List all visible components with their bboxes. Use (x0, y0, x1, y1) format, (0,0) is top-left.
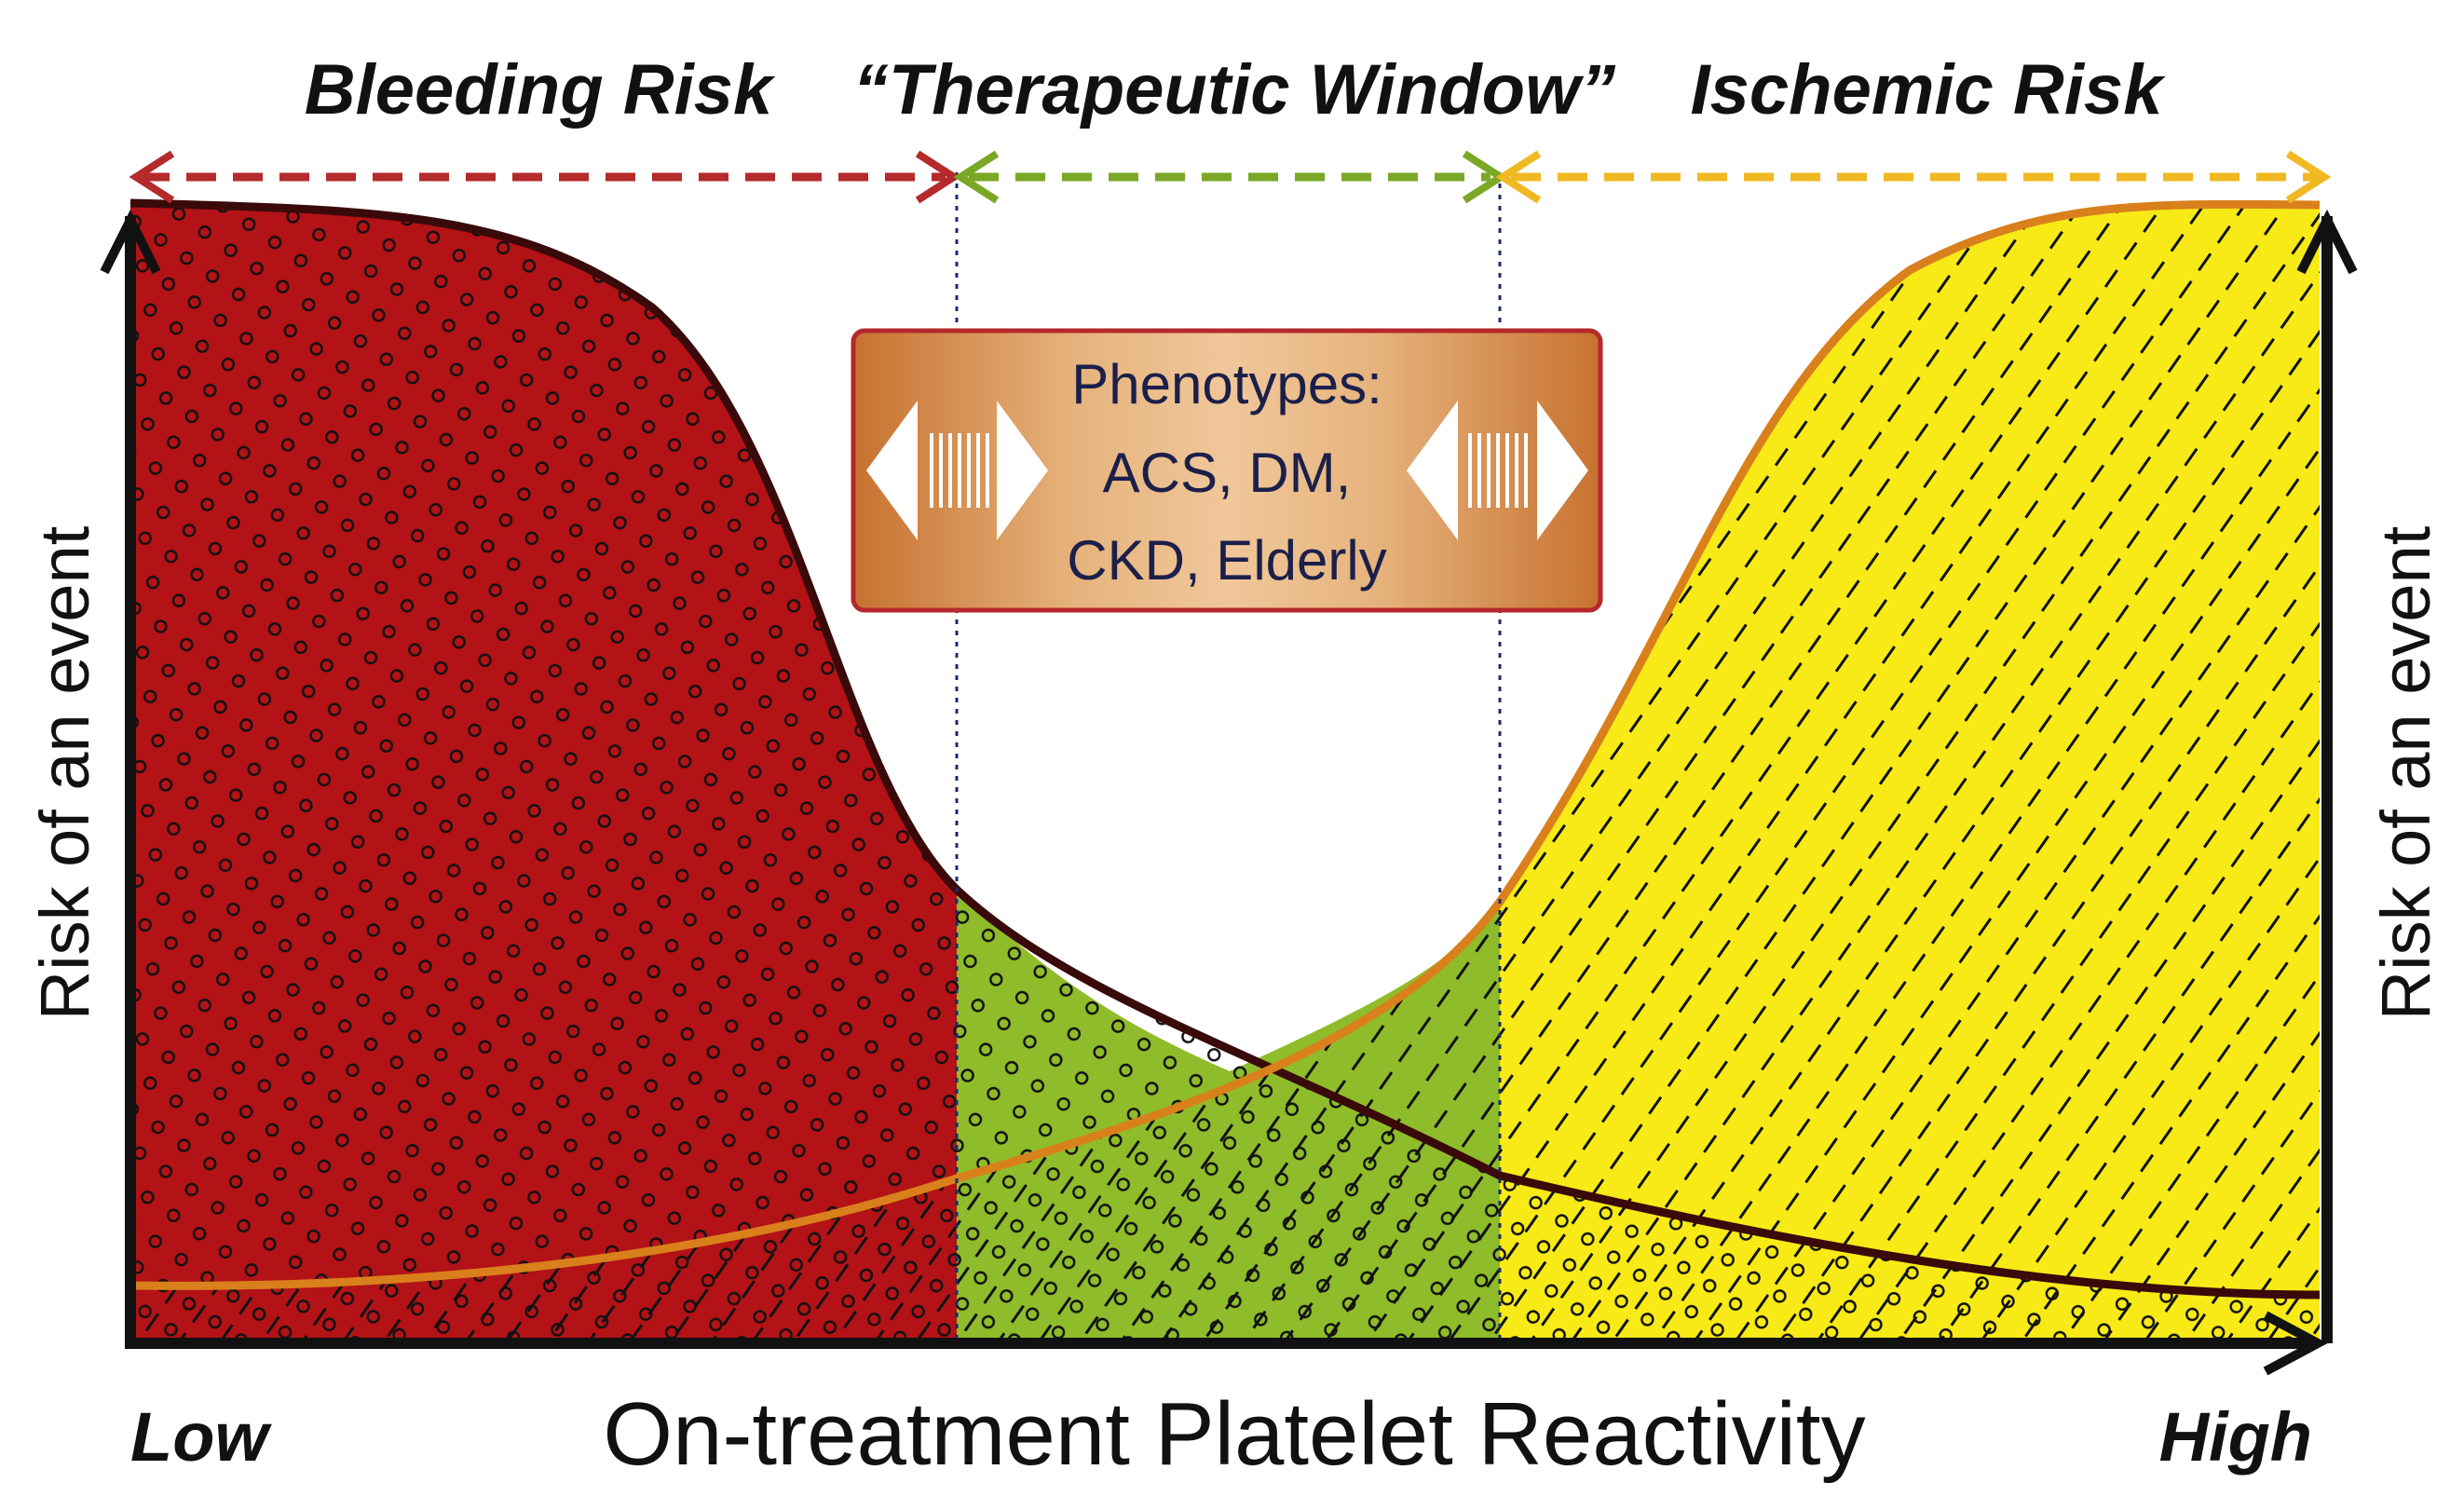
ischemic-risk-curve (129, 199, 2321, 1290)
x-axis-high-label: High (2159, 1398, 2312, 1476)
ischemic-arrowhead-left (1495, 150, 1542, 204)
axes (100, 209, 2358, 1376)
left-y-axis-arrowhead (100, 209, 161, 275)
double-arrow-icon-left (866, 401, 1048, 540)
ischemic-risk-label: Ischemic Risk (1691, 50, 2167, 129)
phenotype-box: Phenotypes: ACS, DM, CKD, Elderly (851, 328, 1603, 613)
ischemic-arrowhead-right (2285, 150, 2332, 204)
phenotypes-title: Phenotypes: (1071, 353, 1382, 415)
right-y-axis-arrowhead (2296, 209, 2358, 275)
x-axis-label: On-treatment Platelet Reactivity (603, 1384, 1865, 1484)
therapeutic-window-label: “Therapeutic Window” (853, 50, 1615, 129)
phenotypes-line-2: CKD, Elderly (1067, 529, 1386, 592)
bleeding-arrowhead-left (129, 150, 175, 204)
right-y-axis-label: Risk of an event (2367, 525, 2444, 1020)
x-axis-arrowhead (2263, 1311, 2328, 1376)
window-arrowhead-left (953, 150, 1000, 204)
zone-range-arrows (129, 150, 2332, 204)
left-y-axis-label: Risk of an event (26, 525, 103, 1020)
bleeding-risk-label: Bleeding Risk (305, 50, 776, 129)
bleeding-risk-curve (129, 198, 2321, 1300)
x-axis-low-label: Low (130, 1398, 272, 1476)
double-arrow-icon-right (1407, 401, 1588, 540)
phenotypes-line-1: ACS, DM, (1103, 442, 1352, 504)
